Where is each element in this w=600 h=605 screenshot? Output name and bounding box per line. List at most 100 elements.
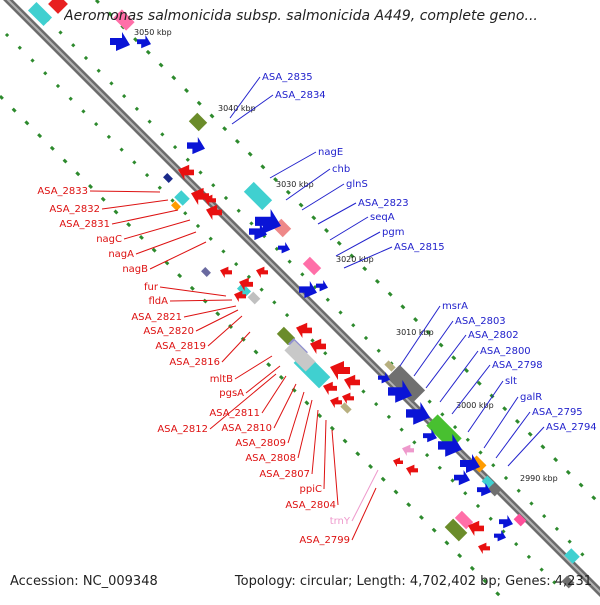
reverse-gene-arrow (330, 361, 350, 380)
leader-line (261, 375, 287, 414)
accession-text: Accession: NC_009348 (10, 574, 158, 589)
feature-block (302, 256, 322, 276)
track-dots-inner-2 (0, 94, 506, 602)
reverse-gene-arrow (310, 338, 326, 354)
reverse-gene-arrow (330, 396, 342, 408)
reverse-gene-label: nagB (122, 264, 148, 275)
leader-line (399, 305, 441, 367)
reverse-gene-arrow (344, 374, 360, 390)
leader-line (495, 411, 531, 459)
forward-gene-label: ASA_2795 (532, 407, 583, 418)
leader-line (467, 380, 504, 433)
forward-gene-arrow (187, 137, 205, 155)
reverse-gene-label: ASA_2832 (49, 204, 100, 215)
leader-line (317, 202, 357, 225)
forward-gene-arrow (316, 280, 328, 292)
leader-line (351, 469, 379, 522)
forward-gene-label: seqA (370, 212, 395, 223)
leader-line (301, 183, 345, 211)
reverse-gene-label: ASA_2811 (209, 408, 260, 419)
feature-block (444, 518, 468, 542)
reverse-gene-label: mltB (210, 374, 233, 385)
leader-line (439, 350, 479, 403)
reverse-gene-arrow (468, 520, 484, 536)
forward-gene-arrow (423, 429, 437, 443)
feature-block (201, 267, 211, 277)
forward-gene-arrow (477, 483, 491, 497)
forward-gene-label: ASA_2834 (275, 90, 326, 101)
leader-line (269, 151, 317, 179)
reverse-gene-arrow (206, 204, 222, 220)
reverse-gene-label: nagC (96, 234, 122, 245)
feature-block (247, 291, 261, 305)
genome-backbone (3, 0, 600, 597)
leader-line (149, 241, 207, 270)
leader-line (323, 419, 327, 490)
forward-gene-label: ASA_2823 (358, 198, 409, 209)
reverse-gene-arrow (234, 290, 246, 302)
leader-line (111, 209, 179, 225)
leader-line (329, 216, 369, 241)
reverse-gene-arrow (406, 464, 418, 476)
leader-line (451, 364, 491, 415)
feature-block (188, 112, 208, 132)
reverse-gene-label: ASA_2819 (155, 341, 206, 352)
forward-gene-label: ASA_2803 (455, 316, 506, 327)
feature-block (243, 181, 273, 211)
forward-gene-arrow (454, 470, 470, 486)
forward-gene-arrow (110, 32, 130, 51)
reverse-gene-label: ASA_2808 (245, 453, 296, 464)
forward-gene-arrow (255, 209, 281, 234)
feature-block (386, 364, 426, 404)
forward-gene-label: pgm (382, 227, 404, 238)
forward-gene-arrow (378, 372, 390, 384)
leader-line (413, 320, 454, 377)
reverse-gene-label: ASA_2810 (221, 423, 272, 434)
leader-line (231, 94, 274, 125)
reverse-gene-arrow (204, 194, 216, 206)
leader-line (343, 246, 393, 269)
reverse-gene-label: ASA_2831 (59, 219, 110, 230)
scale-tick-label: 2990 kbp (520, 474, 558, 483)
gene-features (27, 0, 580, 589)
reverse-gene-label: pgsA (219, 388, 244, 399)
forward-gene-arrow (499, 515, 513, 529)
leader-line (507, 426, 545, 467)
forward-gene-label: ASA_2800 (480, 346, 531, 357)
feature-block (481, 475, 495, 489)
forward-gene-label: slt (505, 376, 517, 387)
forward-gene-arrow (249, 223, 267, 241)
forward-gene-arrow (388, 380, 412, 403)
forward-gene-label: glnS (346, 179, 368, 190)
reverse-gene-arrow (191, 187, 209, 205)
forward-gene-arrow (406, 402, 430, 425)
reverse-gene-label: nagA (108, 249, 134, 260)
leader-line (234, 355, 273, 380)
label-leader-lines (89, 76, 545, 541)
reverse-gene-label: ppiC (300, 484, 322, 495)
leader-line (285, 168, 331, 201)
feature-block (27, 1, 53, 27)
reverse-gene-arrow (402, 444, 414, 456)
feature-block (163, 173, 173, 183)
leader-line (89, 190, 161, 193)
feature-block (384, 360, 396, 372)
forward-gene-label: ASA_2798 (492, 360, 543, 371)
forward-gene-label: ASA_2802 (468, 330, 519, 341)
forward-gene-label: nagE (318, 147, 343, 158)
reverse-gene-label: fldA (149, 296, 169, 307)
forward-gene-arrow (438, 434, 462, 457)
reverse-gene-label: ASA_2821 (131, 312, 182, 323)
leader-line (331, 429, 339, 506)
scale-tick-label: 3050 kbp (134, 28, 172, 37)
leader-line (229, 76, 261, 119)
feature-block (561, 575, 575, 589)
gene-labels: ASA_2835ASA_2834nagEchbglnSASA_2823seqAp… (37, 72, 596, 546)
leader-line (169, 299, 233, 302)
leader-line (135, 231, 197, 255)
reverse-gene-label: ASA_2809 (235, 438, 286, 449)
reverse-gene-arrow (393, 457, 403, 467)
feature-block (454, 510, 474, 530)
forward-gene-arrow (494, 530, 506, 542)
